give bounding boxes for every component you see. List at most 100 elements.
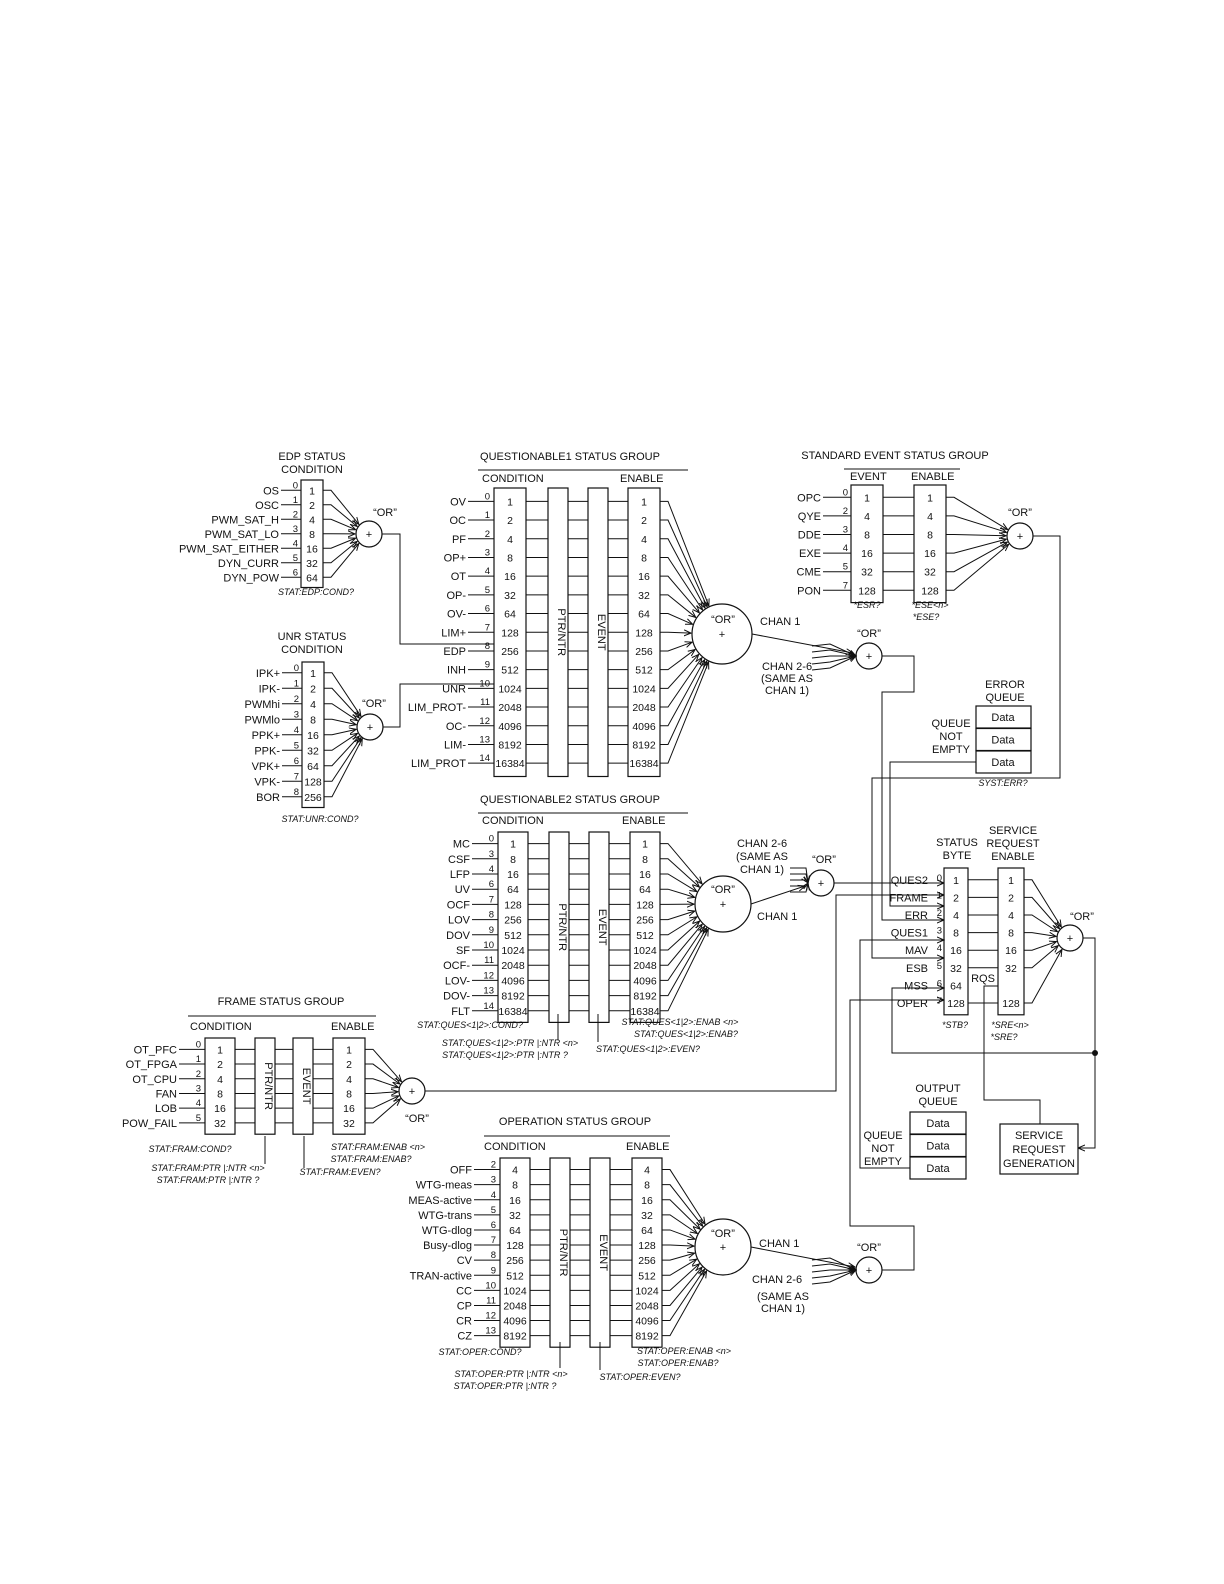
or-gate-plus: + xyxy=(866,651,872,663)
fan-in-arrow xyxy=(660,642,692,652)
edp-bit: 2 xyxy=(293,509,298,520)
bit-number: 9 xyxy=(485,660,490,671)
condition-value: 16384 xyxy=(498,1006,527,1018)
condition-value: 8 xyxy=(510,854,516,866)
enable-value: 64 xyxy=(638,609,650,621)
fan-in-arrow xyxy=(946,544,1009,591)
or-gate-label: “OR” xyxy=(711,614,735,626)
input-name: LFP xyxy=(450,869,470,881)
sre-command: *SRE<n> xyxy=(991,1020,1029,1030)
edp-input-name: PWM_SAT_LO xyxy=(205,529,280,541)
sb-value: 1 xyxy=(953,875,959,887)
edp-input-name: PWM_SAT_EITHER xyxy=(179,543,279,555)
errq-not-empty: NOT xyxy=(939,731,963,743)
enable-value: 128 xyxy=(638,1240,656,1252)
q1-chan26-label: CHAN 1) xyxy=(765,685,809,697)
condition-value: 32 xyxy=(214,1118,226,1130)
fan-in-arrow xyxy=(660,519,707,607)
condition-value: 8192 xyxy=(501,991,525,1003)
frame-cmd-enab: STAT:FRAM:ENAB? xyxy=(330,1154,411,1164)
enable-value: 64 xyxy=(639,884,651,896)
bit-number: 9 xyxy=(491,1265,496,1276)
condition-value: 8 xyxy=(507,552,513,564)
sb-bit: 0 xyxy=(937,873,942,884)
chan-fan-arrow xyxy=(811,1270,856,1272)
edp-input-name: DYN_POW xyxy=(223,572,279,584)
q2-condition-header: CONDITION xyxy=(482,815,544,827)
bit-number: 10 xyxy=(483,940,494,951)
enable-value: 8192 xyxy=(633,991,657,1003)
q2-chan26-label: (SAME AS xyxy=(736,851,788,863)
bit-number: 13 xyxy=(483,986,494,997)
q2-cmd-cond: STAT:QUES<1|2>:COND? xyxy=(417,1020,523,1030)
unr-bit: 4 xyxy=(294,725,299,736)
condition-value: 2 xyxy=(507,515,513,527)
oper-cmd-cond: STAT:OPER:COND? xyxy=(438,1347,521,1357)
input-name: FLT xyxy=(451,1006,470,1018)
std-input-name: PON xyxy=(797,585,821,597)
condition-value: 16 xyxy=(509,1195,521,1207)
sb-value: 16 xyxy=(950,945,962,957)
fan-in-arrow xyxy=(946,496,1008,529)
input-name: WTG-meas xyxy=(416,1180,473,1192)
enable-value: 128 xyxy=(636,899,654,911)
ptr-ntr-register xyxy=(548,831,570,1023)
input-name: OFF xyxy=(450,1165,472,1177)
enable-value: 64 xyxy=(641,1225,653,1237)
fan-in-arrow xyxy=(660,658,702,708)
sre-value: 16 xyxy=(1005,945,1017,957)
fan-in-arrow xyxy=(662,1184,703,1227)
fan-in-arrow xyxy=(662,1169,705,1225)
std-event-value: 8 xyxy=(864,530,870,542)
fan-in-arrow xyxy=(324,736,359,767)
unr-input-name: VPK- xyxy=(254,776,280,788)
chan-fan-arrow xyxy=(811,1270,856,1279)
input-name: OC- xyxy=(446,721,467,733)
input-name: UNR xyxy=(442,683,466,695)
or-gate-label: “OR” xyxy=(1008,507,1032,519)
condition-value: 1024 xyxy=(501,945,525,957)
sb-bit: 1 xyxy=(937,890,942,901)
sb-title: BYTE xyxy=(943,850,972,862)
fan-in-arrow xyxy=(324,733,358,751)
q2-cmd-ptr: STAT:QUES<1|2>:PTR |:NTR <n> xyxy=(442,1038,578,1048)
std-enable-header: ENABLE xyxy=(911,471,954,483)
std-bit: 5 xyxy=(843,562,848,573)
enable-value: 4096 xyxy=(633,975,657,987)
std-event-value: 128 xyxy=(858,585,876,597)
fan-in-arrow xyxy=(323,489,359,524)
sre-value: 32 xyxy=(1005,963,1017,975)
fan-in-arrow xyxy=(662,1199,700,1229)
bit-number: 11 xyxy=(480,697,490,708)
q2-title: QUESTIONABLE2 STATUS GROUP xyxy=(480,794,660,806)
enable-value: 8 xyxy=(346,1088,352,1100)
q2-chan26-label: CHAN 2-6 xyxy=(737,838,787,850)
q2-chan26-label: CHAN 1) xyxy=(740,864,784,876)
std-input-name: EXE xyxy=(799,548,821,560)
fan-in-arrow xyxy=(662,1214,697,1234)
bit-number: 7 xyxy=(491,1235,496,1246)
bit-number: 2 xyxy=(491,1160,496,1171)
std-enable-value: 128 xyxy=(921,585,939,597)
or-gate-plus: + xyxy=(367,722,373,734)
bit-number: 5 xyxy=(491,1205,496,1216)
unr-bit: 1 xyxy=(294,678,299,689)
errq-to-statusbyte-line xyxy=(889,761,976,906)
unr-input-name: PWMlo xyxy=(245,714,280,726)
enable-value: 512 xyxy=(636,930,654,942)
input-name: OCF- xyxy=(443,960,470,972)
condition-value: 2048 xyxy=(503,1300,527,1312)
input-name: CZ xyxy=(457,1331,472,1343)
unr-input-name: PWMhi xyxy=(245,699,280,711)
enable-value: 16384 xyxy=(630,1006,659,1018)
bit-number: 6 xyxy=(489,879,494,890)
errq-data-label: Data xyxy=(991,735,1015,747)
fan-in-arrow xyxy=(662,1269,704,1322)
bit-number: 0 xyxy=(489,834,494,845)
condition-value: 128 xyxy=(506,1240,524,1252)
condition-value: 4096 xyxy=(503,1316,527,1328)
unr-input-name: PPK+ xyxy=(252,730,280,742)
condition-value: 4096 xyxy=(498,721,522,733)
input-name: TRAN-active xyxy=(410,1270,472,1282)
event-label: EVENT xyxy=(596,909,608,946)
